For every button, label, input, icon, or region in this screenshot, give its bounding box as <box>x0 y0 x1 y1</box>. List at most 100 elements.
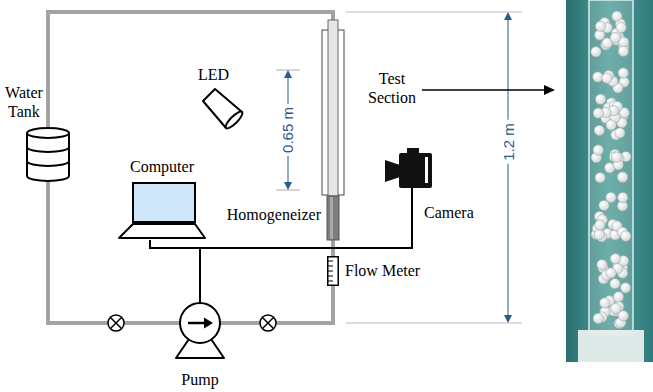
sphere <box>595 220 605 230</box>
sphere <box>610 253 620 263</box>
water-tank-icon <box>26 127 70 182</box>
pump-arrow-head <box>204 318 213 329</box>
dimension-arrowhead <box>504 12 512 20</box>
valve-cross <box>111 318 122 329</box>
homogenizer-shine <box>330 197 333 239</box>
pointer-line <box>422 89 546 91</box>
pipe <box>48 12 333 196</box>
test-section-tube <box>322 20 344 196</box>
pointer-arrowhead <box>544 85 555 95</box>
sphere <box>594 229 604 239</box>
component-label: Water Tank <box>3 83 45 121</box>
flow-meter: Flow Meter <box>327 256 339 286</box>
test-section-photo <box>566 0 653 362</box>
camera-top <box>407 148 419 154</box>
sphere <box>595 21 605 31</box>
valve-body <box>260 315 276 331</box>
dimension-arrowhead <box>284 70 292 78</box>
photo-background <box>566 0 653 362</box>
lamp-face <box>224 110 245 131</box>
homogenizer-body <box>327 196 339 240</box>
sphere <box>600 298 610 308</box>
sphere <box>618 68 628 78</box>
sphere <box>612 11 622 21</box>
sphere <box>606 192 616 202</box>
sphere <box>617 172 627 182</box>
pipe <box>221 286 333 323</box>
component-label: Pump <box>159 370 241 389</box>
sphere <box>595 94 605 104</box>
component-label: Homogeneizer <box>227 205 321 224</box>
sphere <box>611 152 621 162</box>
meter-tick <box>328 276 333 277</box>
tank-top <box>27 128 69 138</box>
valve-body <box>108 315 124 331</box>
sphere <box>621 231 631 241</box>
component-label: Flow Meter <box>345 261 420 280</box>
dimension-arrowhead <box>504 315 512 323</box>
test-section-pipe <box>328 20 338 196</box>
sphere-group <box>591 11 631 329</box>
sphere <box>618 46 628 56</box>
valve-cross <box>263 318 274 329</box>
sphere <box>615 128 625 138</box>
meter-tick <box>328 271 333 272</box>
sphere <box>591 47 601 57</box>
tank-body <box>27 133 69 181</box>
pump-casing <box>180 303 220 343</box>
sphere <box>593 313 603 323</box>
camera-highlight <box>425 157 428 183</box>
valve-cross <box>263 318 274 329</box>
meter-tick <box>328 281 333 282</box>
extension-line <box>346 12 522 13</box>
camera-icon <box>385 148 432 188</box>
dimension-small <box>276 70 300 190</box>
section-label: Test Section <box>362 69 422 107</box>
sphere <box>610 278 620 288</box>
camera: Camera <box>385 148 432 188</box>
component-label: LED <box>198 65 229 84</box>
computer-icon <box>118 182 206 240</box>
sphere <box>593 108 603 118</box>
sphere <box>597 259 607 269</box>
component-label: Camera <box>424 203 474 222</box>
meter-tick <box>328 261 333 262</box>
sphere <box>616 22 626 32</box>
dimension-line <box>508 18 509 317</box>
meter-body <box>328 257 339 286</box>
flow-meter-icon <box>327 256 339 286</box>
sphere <box>606 268 616 278</box>
meter-tick <box>328 266 333 267</box>
component-label: Computer <box>118 157 206 176</box>
pump: Pump <box>179 302 221 344</box>
sphere <box>593 145 603 155</box>
sphere <box>610 32 620 42</box>
sphere <box>617 172 627 182</box>
valve <box>108 315 124 331</box>
sphere <box>618 192 628 202</box>
computer: Computer <box>118 182 206 240</box>
led-lamp: LED <box>200 86 244 128</box>
pump-arrow-shaft <box>188 322 206 325</box>
camera-lens <box>385 160 400 182</box>
dimension-label: 1.2 m <box>500 120 518 164</box>
extension-line <box>346 323 522 324</box>
sphere <box>620 283 630 293</box>
sphere <box>618 311 628 321</box>
valve-cross <box>111 318 122 329</box>
sphere <box>593 72 603 82</box>
sphere <box>602 73 612 83</box>
sphere <box>613 292 623 302</box>
pointer-arrow <box>422 85 555 95</box>
led-lamp-icon <box>200 86 244 128</box>
valve <box>260 315 276 331</box>
sphere <box>606 120 616 130</box>
dimension-large <box>346 12 522 323</box>
sphere <box>595 172 605 182</box>
pump-icon <box>179 302 221 344</box>
sphere <box>594 125 604 135</box>
tank-band <box>27 147 69 166</box>
laptop-screen <box>133 183 195 222</box>
signal-wire <box>150 240 200 302</box>
dimension-label: 0.65 m <box>279 104 297 156</box>
